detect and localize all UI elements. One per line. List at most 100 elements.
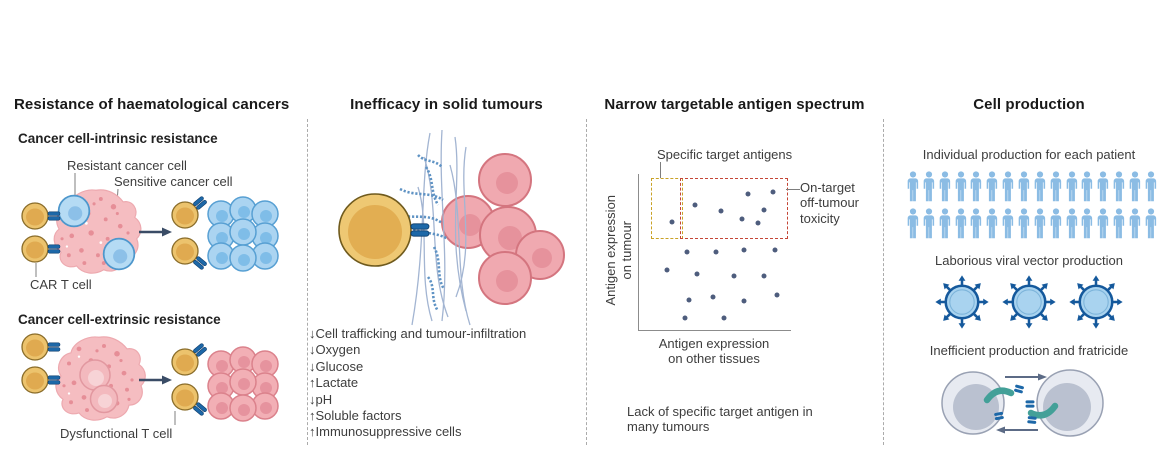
label-dysfunctional-t-cell: Dysfunctional T cell: [60, 426, 173, 441]
person-icon: [1113, 208, 1125, 239]
specific-pointer-line: [660, 162, 662, 178]
ecm-fibres-icon: [411, 129, 471, 326]
person-icon: [986, 208, 998, 239]
scatter-dot: [686, 297, 692, 303]
person-icon: [939, 208, 950, 239]
scatter-dot: [684, 249, 690, 255]
panel-title-antigen: Narrow targetable antigen spectrum: [604, 96, 865, 113]
person-icon: [1082, 171, 1093, 202]
virus-icon: [1069, 275, 1123, 329]
car-receptor-icon: [410, 223, 430, 237]
person-icon: [986, 171, 998, 202]
person-icon: [1129, 171, 1141, 202]
scatter-dot: [755, 220, 761, 226]
virus-row: [934, 274, 1124, 330]
antigen-bars: [994, 384, 1037, 424]
person-icon: [1145, 208, 1157, 239]
virus-icon: [1002, 275, 1056, 329]
scatter-dot: [741, 247, 747, 252]
solid-tumour-cells: [441, 153, 565, 305]
person-icon: [971, 171, 982, 202]
person-icon: [1113, 171, 1125, 202]
scatter-dot: [721, 315, 727, 321]
scatter-dot: [774, 292, 780, 298]
label-sensitive-cancer-cell: Sensitive cancer cell: [114, 174, 233, 189]
patient-row: [906, 171, 1158, 202]
divider-2: [586, 119, 587, 445]
panel-title-solid: Inefficacy in solid tumours: [350, 96, 543, 113]
person-icon: [971, 208, 982, 239]
teal-receptors: [983, 387, 1059, 419]
person-icon: [1002, 208, 1014, 239]
factor-item: ↓Cell trafficking and tumour-infiltratio…: [309, 326, 527, 341]
factor-item: ↓Oxygen: [309, 342, 361, 358]
scatter-dot: [718, 208, 724, 214]
scatter-dot: [739, 216, 745, 222]
person-icon: [1050, 171, 1061, 202]
label-inefficient-production: Inefficient production and fratricide: [929, 343, 1129, 358]
label-car-t-cell: CAR T cell: [30, 277, 92, 292]
divider-3: [883, 119, 884, 445]
person-icon: [1066, 208, 1077, 239]
scatter-dot: [745, 191, 751, 197]
scatter-dot: [692, 202, 698, 208]
factor-item: ↑Immunosuppressive cells: [309, 424, 462, 440]
scatter-dot: [761, 207, 767, 213]
factor-item: ↑Soluble factors: [309, 408, 402, 424]
attack-arrows: [996, 373, 1047, 434]
scatter-dot: [770, 189, 776, 195]
patient-grid: [906, 171, 1158, 245]
scatter-dot: [761, 273, 767, 279]
intrinsic-resistance-illustration: [21, 173, 295, 277]
arrow-right-icon: [139, 227, 172, 237]
scatter-dot: [741, 298, 747, 304]
solid-tumour-illustration: [338, 129, 565, 326]
person-icon: [1129, 208, 1141, 239]
label-specific-target-antigens: Specific target antigens: [657, 147, 793, 162]
person-icon: [955, 171, 966, 202]
label-individual-production: Individual production for each patient: [922, 147, 1136, 162]
panel-title-resistance: Resistance of haematological cancers: [14, 96, 290, 113]
person-icon: [907, 171, 919, 202]
panel-title-production: Cell production: [973, 96, 1085, 113]
label-viral-vector-production: Laborious viral vector production: [935, 253, 1123, 268]
toxicity-pointer-line: [786, 189, 800, 191]
label-resistant-cancer-cell: Resistant cancer cell: [67, 158, 187, 173]
person-icon: [1034, 171, 1046, 202]
y-axis-label: Antigen expression on tumour: [602, 194, 634, 306]
factor-item: ↑Lactate: [309, 375, 359, 391]
fratricide-cells-icon: [941, 369, 1104, 437]
person-icon: [1002, 171, 1014, 202]
subtitle-extrinsic: Cancer cell-extrinsic resistance: [18, 312, 221, 327]
arrow-right-icon: [139, 375, 172, 385]
person-icon: [955, 208, 966, 239]
person-icon: [939, 171, 950, 202]
person-icon: [1082, 208, 1093, 239]
large-pink-cells: [79, 359, 119, 414]
car-t-cell-icon: [338, 193, 412, 267]
scatter-dot: [664, 267, 670, 273]
scatter-dot: [772, 247, 778, 252]
person-icon: [923, 208, 934, 239]
person-icon: [1034, 208, 1046, 239]
extrinsic-resistance-illustration: [21, 333, 295, 425]
patient-row: [906, 208, 1158, 239]
factor-item: ↓pH: [309, 391, 333, 407]
factor-list: ↓Cell trafficking and tumour-infiltratio…: [309, 326, 526, 441]
divider-1: [307, 119, 308, 445]
person-icon: [1145, 171, 1157, 202]
scatter-dot: [669, 219, 675, 225]
person-icon: [1018, 208, 1030, 239]
scatter-dot: [731, 273, 737, 279]
person-icon: [1050, 208, 1061, 239]
specific-antigens-region: [651, 178, 683, 240]
person-icon: [1018, 171, 1030, 202]
scatter-dot: [713, 249, 719, 255]
label-on-target-off-tumour-toxicity: On-target off-tumour toxicity: [800, 180, 860, 226]
person-icon: [1097, 208, 1109, 239]
person-icon: [1097, 171, 1109, 202]
scatter-dot: [694, 271, 700, 277]
virus-icon: [935, 275, 989, 329]
person-icon: [907, 208, 919, 239]
